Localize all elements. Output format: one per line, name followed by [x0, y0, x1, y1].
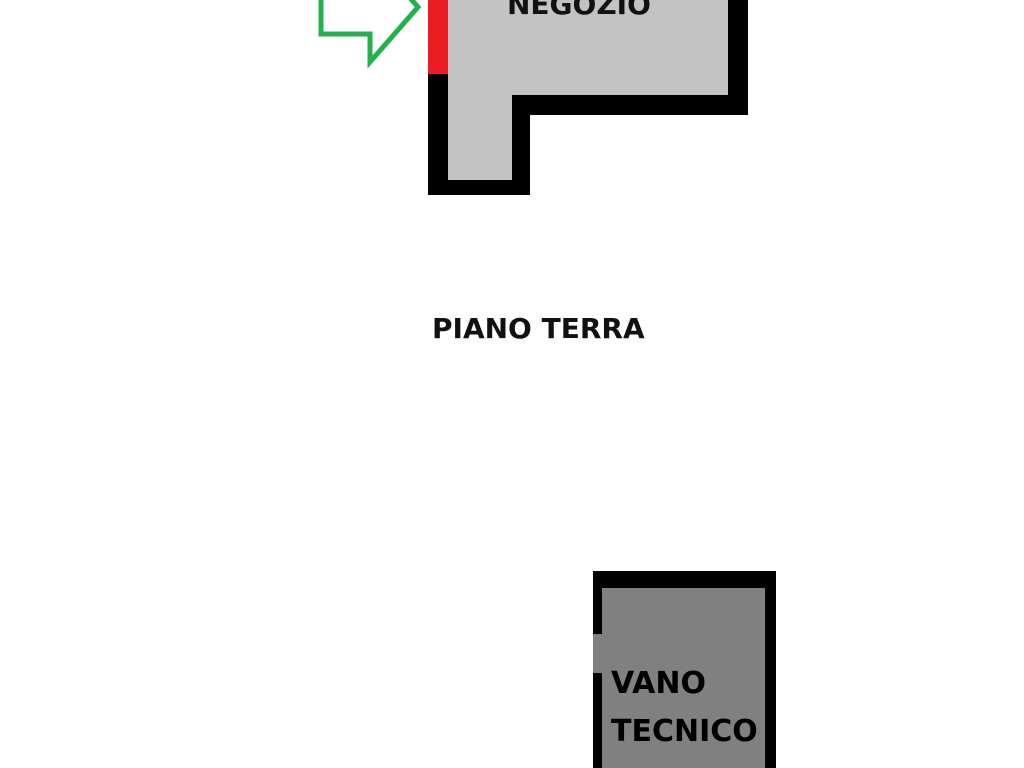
entrance-arrow-icon — [318, 0, 422, 69]
room-negozio — [428, 0, 748, 195]
room-label-tecnico: TECNICO — [611, 714, 758, 749]
room-label-negozio: NEGOZIO — [507, 0, 651, 21]
negozio-floor — [448, 0, 728, 180]
room-vano-tecnico — [593, 571, 776, 768]
floor-title: PIANO TERRA — [432, 312, 645, 345]
vano-floor — [602, 588, 765, 768]
entrance-door — [428, 0, 448, 74]
room-label-vano: VANO — [611, 666, 707, 701]
vano-door-opening — [593, 634, 603, 673]
